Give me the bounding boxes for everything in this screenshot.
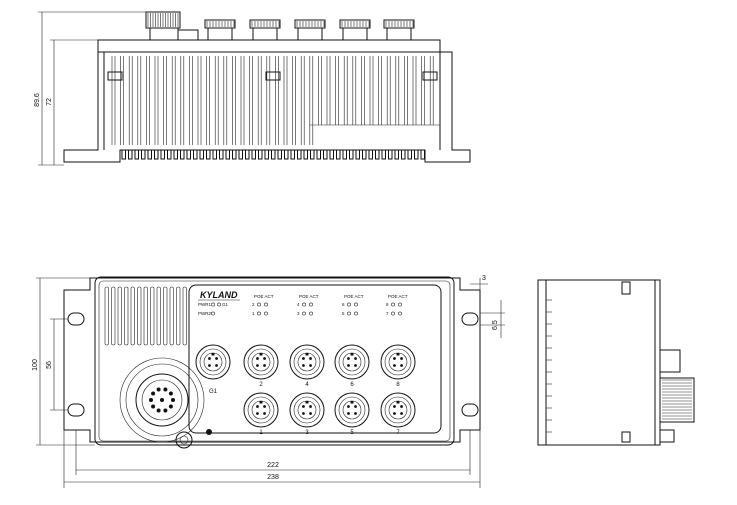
- dim-total-height: 89.6: [34, 93, 41, 107]
- poe-act-led-group: POE ACT 8 7: [386, 294, 408, 316]
- svg-text:5: 5: [342, 311, 345, 316]
- right-side-view: [537, 279, 695, 446]
- svg-text:8: 8: [396, 382, 400, 388]
- dim-depth: 100: [32, 359, 39, 371]
- svg-text:7: 7: [386, 311, 389, 316]
- label-pwr2: PWR2: [198, 311, 211, 316]
- svg-text:POE ACT: POE ACT: [388, 294, 408, 299]
- side-elevation-view: 89.6 72: [34, 11, 471, 166]
- svg-text:2: 2: [252, 302, 255, 307]
- svg-text:6: 6: [342, 302, 345, 307]
- svg-text:6: 6: [350, 382, 354, 388]
- m12-connector-top: [294, 19, 326, 41]
- label-pwr1: PWR1: [198, 302, 211, 307]
- svg-text:3: 3: [297, 311, 300, 316]
- port-g1: [195, 344, 231, 380]
- poe-act-led-group: POE ACT 4 3: [297, 294, 319, 316]
- dim-hole-span: 222: [267, 462, 279, 469]
- svg-text:3: 3: [305, 430, 309, 436]
- port-3: 3: [289, 392, 325, 436]
- port-8: 8: [380, 344, 416, 388]
- svg-text:8: 8: [386, 302, 389, 307]
- svg-text:1: 1: [252, 311, 255, 316]
- port-4: 4: [289, 344, 325, 388]
- svg-text:4: 4: [297, 302, 300, 307]
- brand-logo: KYLAND: [200, 290, 238, 300]
- port-2: 2: [243, 344, 279, 388]
- port-7: 7: [380, 392, 416, 436]
- poe-act-led-group: POE ACT 6 5: [342, 294, 364, 316]
- svg-text:POE ACT: POE ACT: [254, 294, 274, 299]
- poe-act-led-group: POE ACT 2 1: [252, 294, 274, 316]
- m12-connector-top: [339, 19, 371, 41]
- m12-connector-top: [204, 19, 236, 41]
- dim-total-width: 238: [267, 474, 279, 481]
- label-port-g1: G1: [209, 389, 218, 395]
- svg-text:7: 7: [396, 430, 400, 436]
- svg-text:POE ACT: POE ACT: [344, 294, 364, 299]
- svg-text:POE ACT: POE ACT: [299, 294, 319, 299]
- svg-text:4: 4: [305, 382, 309, 388]
- port-1: 1: [243, 392, 279, 436]
- dim-body-height: 72: [46, 98, 53, 106]
- port-6: 6: [334, 344, 370, 388]
- label-g1-led: G1: [222, 302, 229, 307]
- top-connectors: [145, 11, 415, 41]
- m12-connector-top: [249, 19, 281, 41]
- svg-text:1: 1: [259, 430, 263, 436]
- m12-connector-top: [383, 19, 415, 41]
- svg-text:5: 5: [350, 430, 354, 436]
- port-5: 5: [334, 392, 370, 436]
- dim-offset-3: 3: [482, 275, 486, 282]
- svg-text:2: 2: [259, 382, 263, 388]
- dim-hole-pitch: 56: [46, 361, 53, 369]
- dim-offset-65: 6.5: [492, 320, 499, 330]
